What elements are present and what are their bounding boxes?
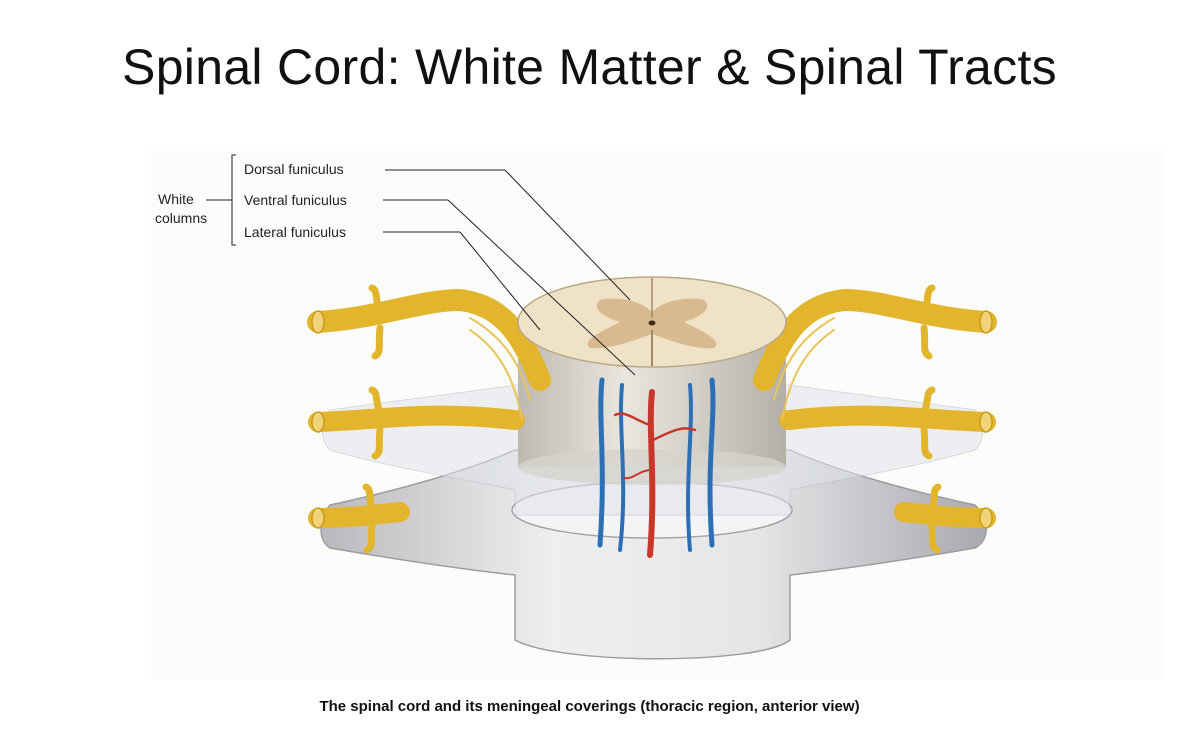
blood-vessels [597, 377, 716, 558]
label-leader-lines [206, 154, 636, 376]
spinal-nerves [307, 284, 997, 554]
label-dorsal-funiculus: Dorsal funiculus [244, 161, 344, 177]
white-columns-label-line1: White [158, 191, 194, 207]
nerve-cut-ends [311, 310, 993, 529]
label-ventral-funiculus: Ventral funiculus [244, 192, 347, 208]
cord-cross-section [517, 276, 787, 368]
label-lateral-funiculus: Lateral funiculus [244, 224, 346, 240]
white-columns-label-line2: columns [155, 210, 208, 226]
slide-title: Spinal Cord: White Matter & Spinal Tract… [122, 39, 1057, 95]
figure-caption: The spinal cord and its meningeal coveri… [319, 698, 860, 715]
